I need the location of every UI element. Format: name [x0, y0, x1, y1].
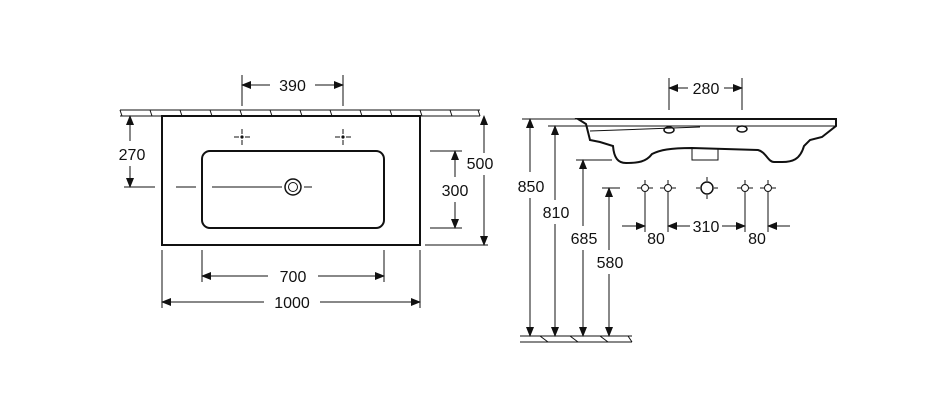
bowl-outline	[201, 150, 385, 229]
dimension-label: 270	[119, 147, 146, 164]
dimension-label: 810	[543, 205, 570, 222]
drain-connection-icon	[696, 177, 718, 199]
basin-outline	[161, 115, 421, 246]
dimension-500: 500	[425, 115, 494, 246]
connection-point-icon	[637, 180, 653, 196]
drain-icon	[284, 178, 302, 196]
dimension-80-right: 80	[748, 222, 790, 248]
dimension-300: 300	[430, 150, 469, 229]
dimension-700: 700	[201, 250, 385, 286]
tap-hole-marker-right	[335, 129, 351, 145]
dimension-label: 280	[693, 81, 720, 98]
dimension-1000: 1000	[161, 250, 421, 312]
connection-point-icon	[660, 180, 676, 196]
dimension-label: 685	[571, 231, 598, 248]
dimension-580: 580	[597, 187, 624, 337]
dimension-850: 850	[518, 118, 578, 337]
dimension-80-left: 80	[622, 222, 665, 248]
connection-point-icon	[760, 180, 776, 196]
connection-points	[637, 177, 776, 199]
floor-line	[520, 335, 633, 343]
side-view: 280 850 810 6	[518, 78, 837, 343]
dimension-label: 500	[467, 156, 494, 173]
dimension-310: 310	[667, 219, 746, 236]
dimension-810: 810	[543, 125, 578, 337]
dimension-label: 80	[748, 231, 766, 248]
dimension-label: 1000	[274, 295, 310, 312]
dimension-label: 700	[280, 269, 307, 286]
top-view: 390 270 300 500	[119, 75, 494, 312]
dimension-label: 310	[693, 219, 720, 236]
dimension-label: 300	[442, 183, 469, 200]
dimension-label: 850	[518, 179, 545, 196]
basin-profile	[574, 118, 837, 165]
dimension-685: 685	[571, 159, 612, 337]
dimension-390: 390	[241, 75, 344, 106]
tap-hole-marker-left	[234, 129, 250, 145]
dimension-label: 580	[597, 255, 624, 272]
connection-point-icon	[737, 180, 753, 196]
dimension-270: 270	[119, 115, 155, 188]
dimension-label: 80	[647, 231, 665, 248]
dimension-label: 390	[279, 78, 306, 95]
dimension-280: 280	[668, 78, 743, 110]
